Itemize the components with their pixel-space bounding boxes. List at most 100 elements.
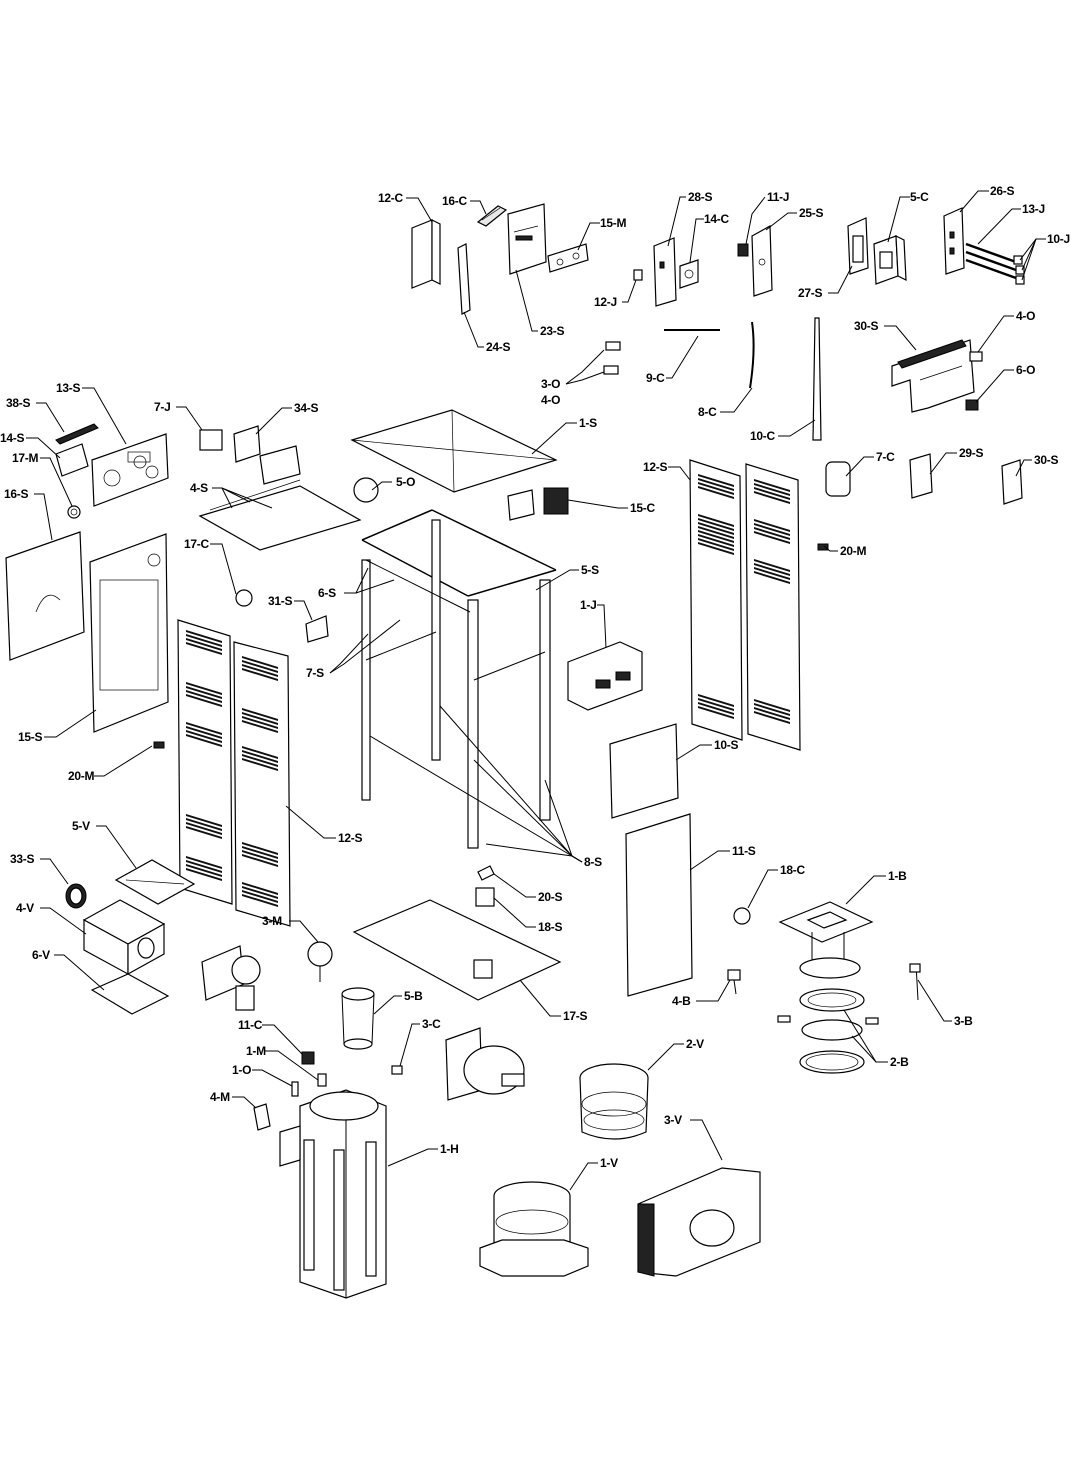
callout-29-S: 29-S xyxy=(959,446,983,460)
callout-13-S: 13-S xyxy=(56,381,80,395)
callout-26-S: 26-S xyxy=(990,184,1014,198)
callout-10-S: 10-S xyxy=(714,738,738,752)
callout-15-S: 15-S xyxy=(18,730,42,744)
part-4-V xyxy=(82,899,166,976)
part-3-V xyxy=(637,1167,761,1277)
callout-1-J: 1-J xyxy=(580,598,596,612)
part-31-S xyxy=(305,615,329,643)
callout-1-M: 1-M xyxy=(246,1044,266,1058)
part-3-M xyxy=(307,941,333,982)
callout-17-S: 17-S xyxy=(563,1009,587,1023)
callout-24-S: 24-S xyxy=(486,340,510,354)
part-18-C xyxy=(733,907,751,925)
part-20-S xyxy=(477,865,495,881)
part-8-C xyxy=(749,321,755,389)
part-14-C xyxy=(679,259,699,289)
part-6-V xyxy=(90,973,170,1015)
callout-11-J: 11-J xyxy=(767,190,789,204)
part-29-S xyxy=(909,453,933,499)
callout-10-C: 10-C xyxy=(750,429,775,443)
callout-5-V: 5-V xyxy=(72,819,90,833)
callout-3-O: 3-O xyxy=(541,377,560,391)
part-24-S xyxy=(457,243,471,315)
callout-1-H: 1-H xyxy=(440,1142,458,1156)
callout-15-M: 15-M xyxy=(600,216,626,230)
callout-8-C: 8-C xyxy=(698,405,717,419)
callout-1-O: 1-O xyxy=(232,1063,251,1077)
callout-16-S: 16-S xyxy=(4,487,28,501)
panel-louvres xyxy=(698,473,734,720)
leader-lines xyxy=(26,190,1046,1191)
callout-4-S: 4-S xyxy=(190,481,208,495)
part-5-B xyxy=(341,987,375,1050)
part-17-S xyxy=(352,899,562,1001)
part-20-M-left xyxy=(153,741,165,749)
callout-27-S: 27-S xyxy=(798,286,822,300)
callout-17-M: 17-M xyxy=(12,451,38,465)
part-3-B xyxy=(909,963,921,1001)
part-5-O xyxy=(353,477,379,503)
callout-6-S: 6-S xyxy=(318,586,336,600)
callout-6-V: 6-V xyxy=(32,948,50,962)
part-blower-center xyxy=(445,1027,525,1101)
callout-31-S: 31-S xyxy=(268,594,292,608)
part-18-S xyxy=(475,887,495,907)
callout-4-O-mid: 4-O xyxy=(541,393,560,407)
part-12-C xyxy=(411,219,441,289)
callout-5-B: 5-B xyxy=(404,989,423,1003)
part-frame xyxy=(361,509,557,849)
callout-11-C: 11-C xyxy=(238,1018,263,1032)
panel-louvres xyxy=(242,655,278,908)
part-1-O xyxy=(291,1081,299,1097)
part-6-O xyxy=(965,399,979,411)
callout-4-B: 4-B xyxy=(672,994,691,1008)
part-25-S xyxy=(751,224,773,297)
part-16-S xyxy=(5,531,85,661)
panel-louvres xyxy=(754,479,790,725)
callout-25-S: 25-S xyxy=(799,206,823,220)
part-3-C xyxy=(391,1065,403,1075)
callout-14-C: 14-C xyxy=(704,212,729,226)
callout-3-C: 3-C xyxy=(422,1017,441,1031)
part-10-C xyxy=(812,317,822,441)
callout-20-M-right: 20-M xyxy=(840,544,866,558)
part-1-B xyxy=(778,901,874,979)
callout-3-B: 3-B xyxy=(954,1014,973,1028)
callout-3-M: 3-M xyxy=(262,914,282,928)
callout-14-S: 14-S xyxy=(0,431,24,445)
part-4-B xyxy=(727,969,741,995)
part-23-S xyxy=(507,203,547,275)
callout-10-J: 10-J xyxy=(1047,232,1070,246)
callout-16-C: 16-C xyxy=(442,194,467,208)
part-14-S xyxy=(55,443,89,477)
part-1-H xyxy=(279,1089,387,1299)
part-33-S xyxy=(65,883,87,909)
callout-4-V: 4-V xyxy=(16,901,34,915)
part-17-C xyxy=(235,589,253,607)
callout-18-S: 18-S xyxy=(538,920,562,934)
callout-12-J: 12-J xyxy=(594,295,617,309)
callout-28-S: 28-S xyxy=(688,190,712,204)
part-11-J xyxy=(737,243,749,257)
callout-9-C: 9-C xyxy=(646,371,665,385)
callout-2-B: 2-B xyxy=(890,1055,909,1069)
callout-5-O: 5-O xyxy=(396,475,415,489)
part-1-S xyxy=(350,409,558,493)
panel-louvres xyxy=(186,630,222,882)
part-10-S xyxy=(609,723,679,819)
part-12-S-left-b xyxy=(233,641,291,927)
part-4-O-top xyxy=(969,351,983,362)
callout-15-C: 15-C xyxy=(630,501,655,515)
callout-38-S: 38-S xyxy=(6,396,30,410)
part-12-S-right-a xyxy=(689,459,743,741)
part-4-M xyxy=(253,1103,271,1131)
part-13-S xyxy=(91,433,169,507)
callout-23-S: 23-S xyxy=(540,324,564,338)
part-38-S xyxy=(55,423,99,445)
part-30-S-right xyxy=(1001,459,1023,505)
callout-33-S: 33-S xyxy=(10,852,34,866)
callout-1-V: 1-V xyxy=(600,1156,618,1170)
callout-8-S: 8-S xyxy=(584,855,602,869)
part-15-C xyxy=(507,487,569,521)
